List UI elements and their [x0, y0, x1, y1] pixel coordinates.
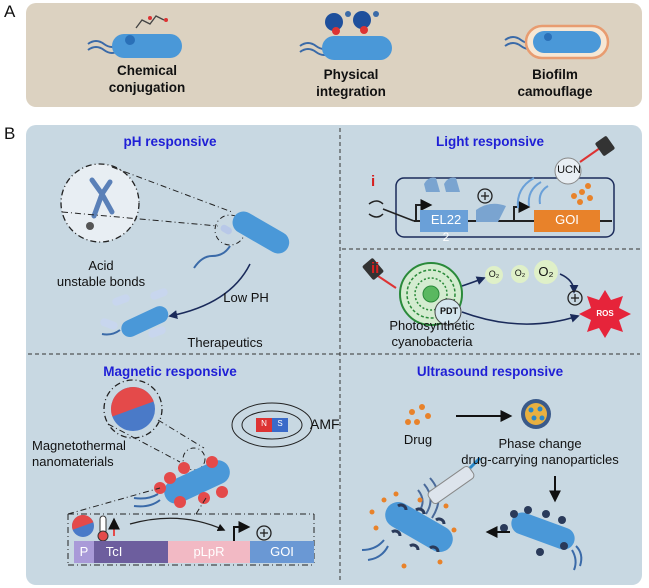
circuit-goi-label: GOI	[270, 544, 294, 559]
el22-label: EL22	[430, 212, 462, 227]
phase-change-label: Phase change drug-carrying nanoparticles	[450, 436, 630, 468]
amf-label: AMF	[310, 416, 340, 432]
biofilm-camouflage-label: Biofilm camouflage	[500, 66, 610, 100]
phase-line1: Phase change	[498, 436, 582, 451]
releasing-bacterium-icon	[361, 491, 457, 569]
magnetic-bacterium-icon	[133, 456, 230, 508]
magnetic-section-title: Magnetic responsive	[103, 364, 237, 379]
biofilm-label-line2: camouflage	[517, 84, 593, 99]
circuit-p-block	[74, 541, 94, 563]
acid-bonds-line2: unstable bonds	[56, 274, 146, 289]
chemical-label-line2: conjugation	[108, 80, 186, 95]
circuit-plpr-label: pLpR	[193, 544, 225, 559]
ultrasound-section-title: Ultrasound responsive	[416, 364, 564, 379]
magnetothermal-line1: Magnetothermal	[32, 438, 126, 453]
magnet-n-label: N	[261, 419, 267, 428]
magnet-s-label: S	[277, 419, 283, 428]
therapeutic-capsules-icon	[100, 288, 169, 338]
light-part-i: i	[371, 173, 376, 190]
cyanobacteria-icon	[362, 258, 463, 326]
pdt-label: PDT	[440, 306, 458, 316]
low-ph-label: Low PH	[223, 290, 269, 305]
circuit-tci-block	[94, 541, 168, 563]
phase-line2: drug-carrying nanoparticles	[461, 452, 619, 467]
physical-label-line1: Physical	[323, 67, 379, 82]
chemical-label-line1: Chemical	[116, 63, 178, 78]
chemical-conjugation-bacterium-icon	[87, 15, 182, 58]
acid-bonds-line1: Acid	[88, 258, 114, 273]
cyano-line2: cyanobacteria	[391, 334, 473, 349]
light-part-ii: ii	[371, 260, 380, 277]
thermo-particle-icon	[72, 515, 94, 537]
o2-big: O₂	[538, 264, 554, 279]
magnetothermal-line2: nanomaterials	[32, 454, 114, 469]
physical-integration-label: Physical integration	[296, 66, 406, 100]
cyano-line1: Photosynthetic	[389, 318, 475, 333]
ros-burst-icon	[579, 290, 631, 338]
light-goi-label: GOI	[555, 212, 579, 227]
physical-integration-bacterium-icon	[299, 11, 392, 60]
magnetic-particle-zoom-icon	[103, 379, 163, 439]
light-section-title: Light responsive	[435, 134, 545, 149]
ph-section-title: pH responsive	[123, 134, 217, 149]
amf-field-icon	[231, 402, 313, 448]
drug-dots-icon	[405, 404, 431, 425]
el22-sub-label: 2	[442, 230, 450, 244]
physical-label-line2: integration	[316, 84, 386, 99]
ph-zoom-circle-icon	[60, 163, 140, 243]
circuit-goi-block	[250, 541, 314, 563]
cyanobacteria-label: Photosynthetic cyanobacteria	[372, 318, 492, 350]
acid-bonds-label: Acid unstable bonds	[46, 258, 156, 290]
ucn-label: UCN	[557, 164, 581, 176]
circuit-p-label: P	[79, 544, 89, 559]
ph-bacterium-icon	[193, 211, 290, 269]
chemical-conjugation-label: Chemical conjugation	[92, 62, 202, 96]
therapeutics-label: Therapeutics	[187, 335, 263, 350]
panel-b-letter: B	[4, 124, 16, 143]
drug-label: Drug	[403, 432, 433, 447]
panel-a-letter: A	[4, 2, 16, 21]
magnetothermal-label: Magnetothermal nanomaterials	[32, 438, 152, 470]
loaded-bacterium-icon	[500, 506, 583, 571]
light-circuit-icon	[368, 136, 615, 238]
biofilm-camouflage-bacterium-icon	[504, 24, 610, 60]
o2-small-2: O₂	[514, 268, 526, 278]
o2-small-1: O₂	[488, 269, 500, 279]
ros-label: ROS	[596, 309, 614, 318]
biofilm-label-line1: Biofilm	[532, 67, 578, 82]
thermometer-icon	[97, 515, 120, 542]
nanoparticle-icon	[521, 399, 551, 429]
circuit-tci-label: TcI	[105, 544, 123, 559]
circuit-plpr-block	[168, 541, 250, 563]
